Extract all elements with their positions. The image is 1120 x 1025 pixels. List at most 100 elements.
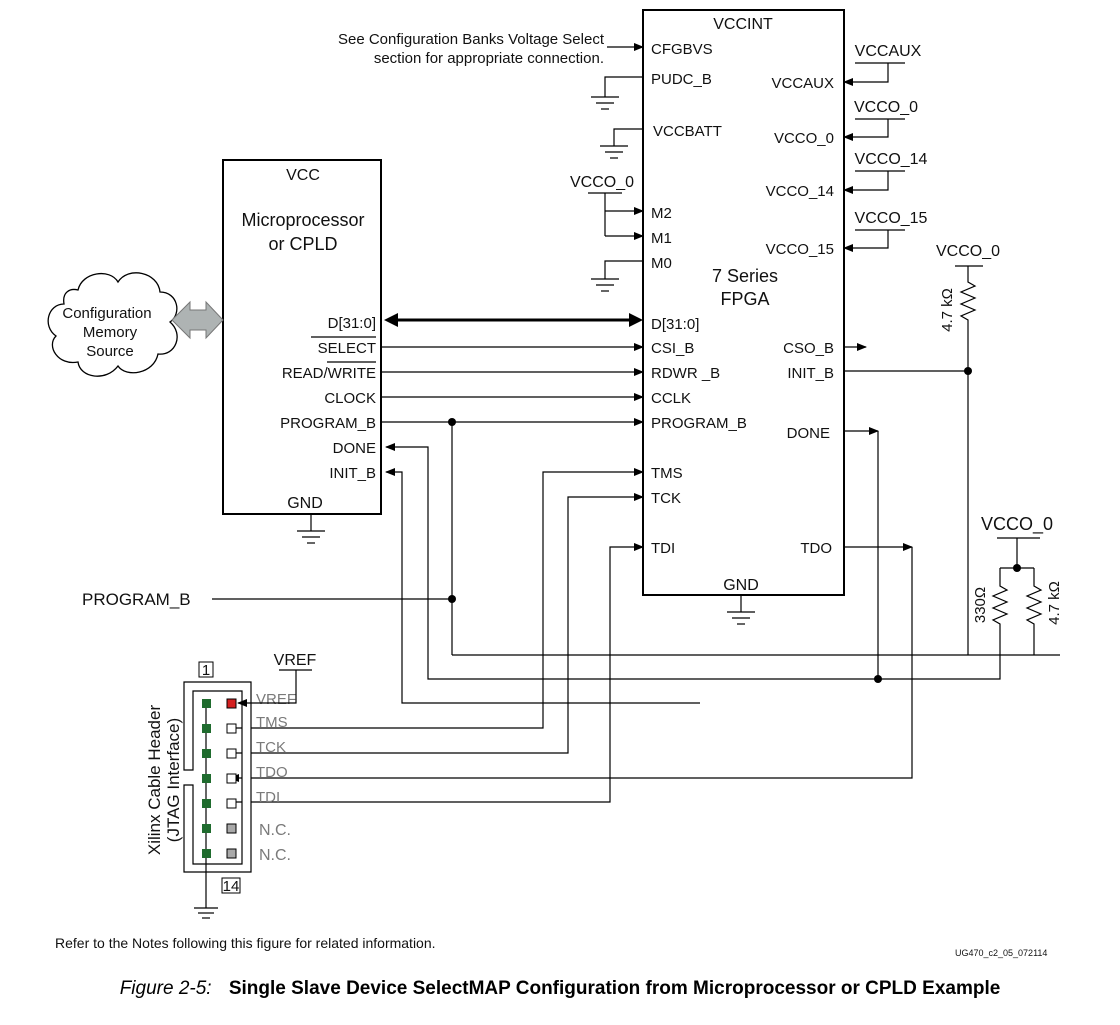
fpga-pin-tdi: TDI [651,540,675,557]
rail-vcco14-wire [843,171,889,194]
fpga-pin-cfgbvs: CFGBVS [651,41,713,58]
rail-vcco0-wire [843,119,889,141]
done-vcco0-label: VCCO_0 [981,514,1053,535]
header-pin-label: N.C. [259,847,291,864]
rail-vcco15-label: VCCO_15 [855,210,928,227]
fpga-name-line2: FPGA [720,289,769,309]
configuration-schematic: VCCINT 7 Series FPGA GND CFGBVS PUDC_B V… [47,9,1063,919]
done-series-resistor [880,568,1009,680]
micro-ground-icon [297,530,325,544]
micro-pin-clock: CLOCK [324,390,376,407]
fpga-pin-tck: TCK [651,490,681,507]
header-pin-label: TDO [256,764,288,781]
fpga-pin-rdwr: RDWR _B [651,365,720,382]
header-title-line1: Xilinx Cable Header [145,705,164,856]
caption-label: Figure 2-5: [119,978,212,999]
fpga-ground-icon [727,611,755,625]
micro-pin-init: INIT_B [329,465,376,482]
mode-vcco0-label: VCCO_0 [570,174,634,191]
pudc-ground-icon [591,96,619,110]
header-ground-icon [194,907,218,919]
header-pin-array: VREF TMS TCK TDO TDI N.C. N.C. [202,691,296,864]
fpga-pin-cclk: CCLK [651,390,691,407]
fpga-pin-tdo: TDO [800,540,832,557]
data-bus-arrow-right [629,313,643,327]
memory-line2: Memory [83,324,138,341]
header-gnd-pin [202,749,211,758]
fpga-pin-init: INIT_B [787,365,834,382]
header-signal-pin [226,773,237,784]
header-pin14-label: 14 [223,878,240,895]
fpga-pin-m0: M0 [651,255,672,272]
header-pin-label: VREF [256,691,296,708]
fpga-pin-d: D[31:0] [651,316,699,333]
header-pin1-box [198,661,214,678]
fpga-block [642,9,845,596]
fpga-pin-vcco14: VCCO_14 [766,183,834,200]
rail-vccaux-label: VCCAUX [855,43,922,60]
micro-pin-readwrite: READ/WRITE [282,365,376,382]
header-signal-pin [226,723,237,734]
header-pin-label: TDI [256,789,280,806]
done-pullup-value: 4.7 kΩ [1046,581,1063,625]
figure-caption: Figure 2-5: Single Slave Device SelectMA… [0,978,1120,1000]
header-gnd-pin [202,849,211,858]
cfgbvs-note-line1: See Configuration Banks Voltage Select [338,31,605,48]
micro-pin-d: D[31:0] [328,315,376,332]
cfgbvs-note-line2: section for appropriate connection. [374,50,604,67]
fpga-pin-done: DONE [787,425,830,442]
memory-line1: Configuration [62,305,151,322]
header-title-line2: (JTAG Interface) [164,718,183,842]
init-junction [964,367,972,375]
header-gnd-pin [202,724,211,733]
header-pin-label: TMS [256,714,288,731]
micro-vcc-label: VCC [286,167,320,184]
fpga-vccint-label: VCCINT [713,16,773,33]
vccbatt-ground-icon [600,145,628,159]
external-program-label: PROGRAM_B [82,590,191,609]
tck-wire [230,493,644,754]
fpga-pin-pudc: PUDC_B [651,71,712,88]
header-signal-pin [226,698,237,709]
header-gnd-pin [202,774,211,783]
rail-vccaux-wire [843,63,889,86]
micro-name-line2: or CPLD [268,234,337,254]
header-signal-pin [226,798,237,809]
done-micro-wire [385,443,878,680]
header-signal-pin [226,848,237,859]
micro-pin-select: SELECT [318,340,376,357]
fpga-pin-vcco15: VCCO_15 [766,241,834,258]
header-pin-label: N.C. [259,822,291,839]
init-pullup-resistor [959,266,977,655]
m0-ground-icon [591,278,619,292]
pudc-wire [604,76,643,97]
rail-vcco0-label: VCCO_0 [854,99,918,116]
header-signal-pin [226,823,237,834]
fpga-pin-vccaux: VCCAUX [771,75,834,92]
init-vcco0-label: VCCO_0 [936,243,1000,260]
fpga-name-line1: 7 Series [712,266,778,286]
header-shroud [183,681,252,873]
tdo-header-wire [229,547,913,782]
figure-note: Refer to the Notes following this figure… [55,935,436,951]
micro-name-line1: Microprocessor [241,210,364,230]
init-micro-wire [385,468,700,704]
done-pullup-resistor [1025,568,1043,655]
fpga-pin-csi: CSI_B [651,340,694,357]
header-gnd-pin [202,699,211,708]
fpga-pin-vcco0: VCCO_0 [774,130,834,147]
header-pin14-box [221,877,241,894]
rail-vcco14-label: VCCO_14 [855,151,928,168]
fpga-pin-tms: TMS [651,465,683,482]
caption-title: Single Slave Device SelectMAP Configurat… [228,978,1001,999]
header-vref-rail-label: VREF [274,652,317,669]
data-bus-arrow-left [384,313,398,327]
fpga-pin-cso: CSO_B [783,340,834,357]
fpga-pin-program: PROGRAM_B [651,415,747,432]
micro-pin-done: DONE [333,440,376,457]
micro-gnd-label: GND [287,495,323,512]
m0-wire [604,260,643,279]
header-pin-label: TCK [256,739,286,756]
init-pullup-value: 4.7 kΩ [939,288,956,332]
fpga-pin-m2: M2 [651,205,672,222]
